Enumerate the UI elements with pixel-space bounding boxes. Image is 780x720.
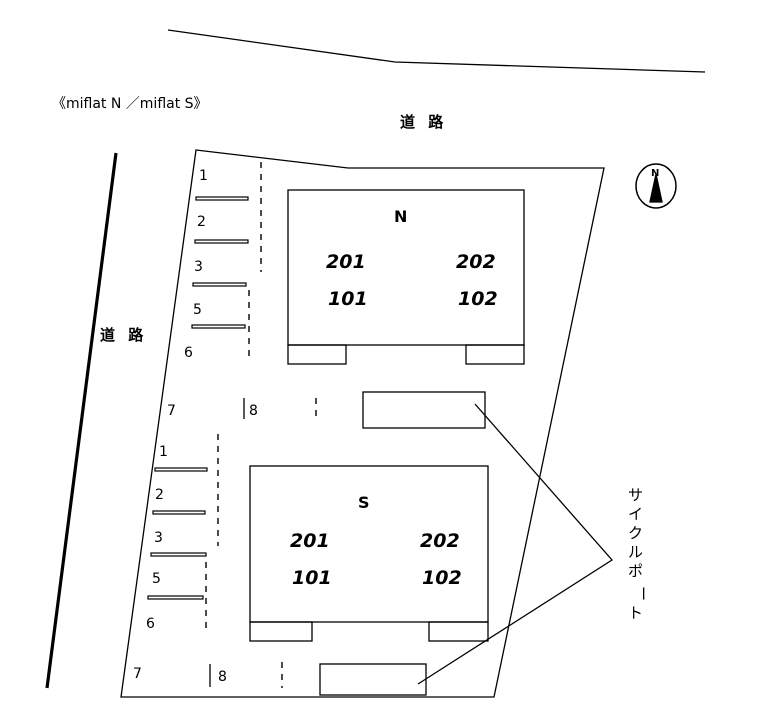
parking-divider	[195, 196, 249, 201]
cycle-port-middle	[362, 391, 486, 429]
building-s-porch-right	[428, 621, 489, 642]
unit-n-101: 101	[328, 288, 368, 310]
parking-n-5: 5	[193, 302, 202, 318]
parking-divider	[192, 282, 247, 287]
road-edge-top	[167, 29, 706, 73]
parking-n-2: 2	[197, 214, 206, 230]
parking-divider	[194, 239, 249, 244]
unit-s-101: 101	[292, 567, 332, 589]
unit-s-102: 102	[422, 567, 462, 589]
parking-s-3: 3	[154, 530, 163, 546]
cycle-port-char: ル	[628, 543, 643, 561]
parking-s-1: 1	[159, 444, 168, 460]
cycle-port-char: ト	[628, 604, 643, 622]
road-label-left: 道 路	[100, 326, 147, 344]
parking-n-8: 8	[249, 403, 258, 419]
building-n	[287, 189, 525, 346]
building-s-name: S	[358, 493, 370, 512]
cycle-port-char: ー	[634, 586, 652, 601]
cycle-port-bottom	[319, 663, 427, 696]
cycle-port-char: イ	[628, 505, 643, 523]
unit-n-201: 201	[326, 251, 366, 273]
building-s	[249, 465, 489, 623]
compass-letter: N	[651, 168, 659, 179]
parking-n-7: 7	[167, 403, 176, 419]
parking-s-5: 5	[152, 571, 161, 587]
parking-divider	[147, 595, 204, 600]
map-title: 《miflat N ／miflat S》	[52, 96, 208, 112]
parking-divider	[152, 510, 206, 515]
building-n-porch-left	[287, 344, 347, 365]
parking-n-1: 1	[199, 168, 208, 184]
parking-divider	[150, 552, 207, 557]
unit-s-202: 202	[420, 530, 460, 552]
building-n-porch-right	[465, 344, 525, 365]
unit-s-201: 201	[290, 530, 330, 552]
parking-s-6: 6	[146, 616, 155, 632]
cycle-port-char: ポ	[628, 562, 643, 580]
cycle-port-char: ク	[628, 524, 643, 542]
site-boundary	[120, 149, 605, 698]
parking-divider	[191, 324, 246, 329]
building-n-name: N	[394, 207, 407, 226]
cycle-port-char: サ	[628, 486, 643, 504]
unit-n-202: 202	[456, 251, 496, 273]
parking-s-7: 7	[133, 666, 142, 682]
cycle-port-leader	[417, 403, 613, 685]
parking-s-8: 8	[218, 669, 227, 685]
parking-n-3: 3	[194, 259, 203, 275]
unit-n-102: 102	[458, 288, 498, 310]
compass-icon: N	[635, 163, 677, 209]
parking-divider	[154, 467, 208, 472]
building-s-porch-left	[249, 621, 313, 642]
road-edge-left	[45, 152, 118, 689]
road-label-top: 道 路	[400, 113, 447, 131]
parking-s-2: 2	[155, 487, 164, 503]
cycle-port-label: サ イ ク ル ポ ー ト	[628, 486, 652, 622]
parking-n-6: 6	[184, 345, 193, 361]
